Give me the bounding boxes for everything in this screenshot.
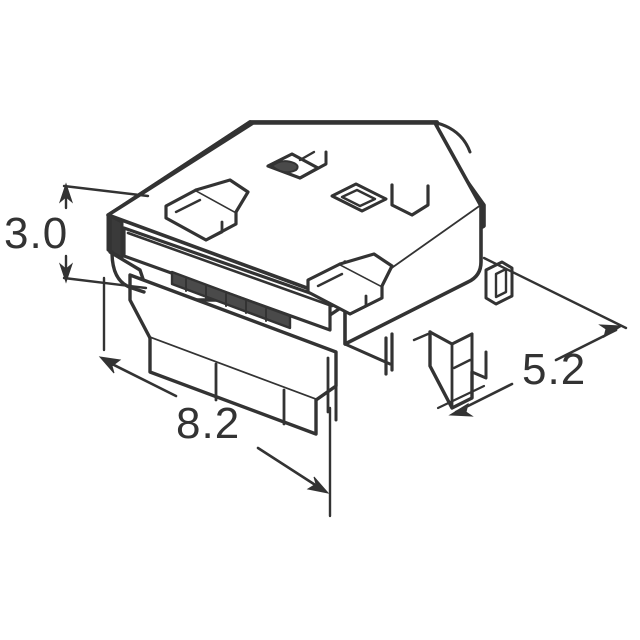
height-arrow-down — [58, 262, 74, 284]
dimension-height-3-0 — [58, 182, 150, 352]
rectangular-shell-slot — [330, 182, 388, 213]
dimension-label-width: 8.2 — [176, 399, 241, 448]
width-arrow-left — [98, 356, 122, 374]
dimension-width-8-2 — [98, 356, 332, 518]
rear-top-notch — [390, 183, 430, 217]
side-retention-tab — [484, 260, 514, 306]
opening-inner-ledge — [126, 231, 334, 308]
solder-leg-left — [326, 350, 338, 422]
spring-latch-tab-left — [164, 178, 250, 242]
height-extension-upper — [62, 184, 150, 198]
solder-leg-center — [384, 332, 394, 376]
width-dim-line-right — [256, 446, 322, 490]
spring-latch-tab-front — [306, 252, 394, 316]
connector-body — [106, 120, 514, 436]
solder-leg-right-bracket — [412, 330, 474, 410]
mating-port-opening — [122, 226, 332, 332]
dimension-label-depth: 5.2 — [522, 345, 587, 394]
dimension-depth-5-2 — [436, 256, 628, 417]
width-dim-line-left — [106, 360, 178, 398]
depth-witness-lower — [436, 384, 486, 410]
solder-leg-far-right — [470, 350, 488, 380]
internal-contact-blades — [170, 270, 292, 330]
embossed-dimple — [266, 150, 328, 180]
depth-witness-upper — [482, 256, 628, 330]
dimension-label-height: 3.0 — [4, 209, 69, 258]
right-end-corner — [435, 121, 472, 154]
depth-arrow-lower-left — [448, 402, 474, 417]
depth-arrow-upper-right — [598, 324, 624, 339]
front-left-return-leg — [110, 250, 146, 294]
width-arrow-right — [306, 476, 330, 494]
height-arrow-up — [58, 182, 74, 204]
right-side-wall — [343, 204, 483, 346]
bottom-rear-contour — [343, 342, 392, 366]
